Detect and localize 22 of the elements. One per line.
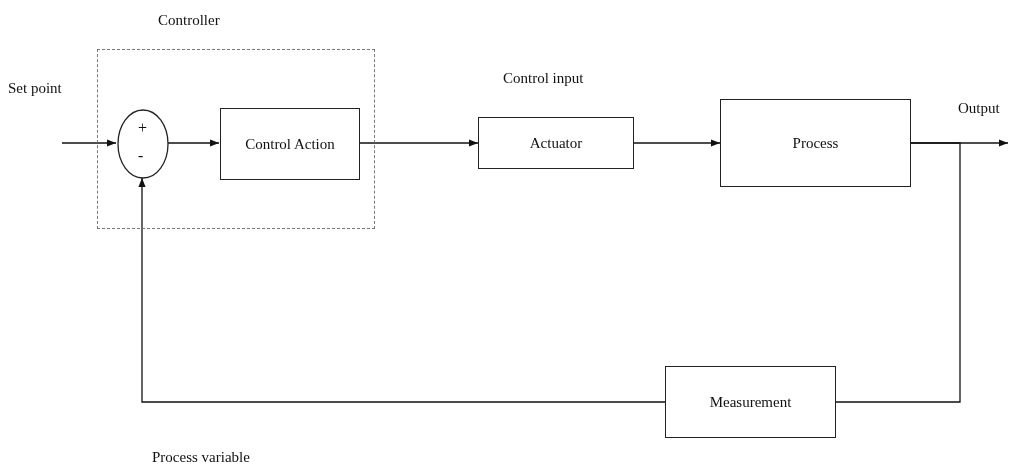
arrow [633,139,721,147]
process-box [720,99,911,187]
block-label: Process [792,134,839,152]
block-label: Control Action [245,135,335,153]
summing-junction [117,109,169,179]
process-box [478,117,634,169]
arrow [138,177,666,403]
arrow [358,139,479,147]
process-box [220,108,360,180]
signal-label: Output [958,100,1000,117]
arrow [167,139,220,147]
signal-label: Process variable [152,449,250,466]
block-label: Measurement [709,393,792,411]
arrow [61,139,117,147]
group-heading: Controller [158,12,220,29]
sign-symbol: - [138,147,144,165]
block-label: Actuator [529,134,583,152]
signal-label: Control input [503,70,584,87]
signal-label: Set point [8,80,62,97]
process-box [665,366,836,438]
connector-line [835,142,961,403]
sign-symbol: + [138,119,148,137]
